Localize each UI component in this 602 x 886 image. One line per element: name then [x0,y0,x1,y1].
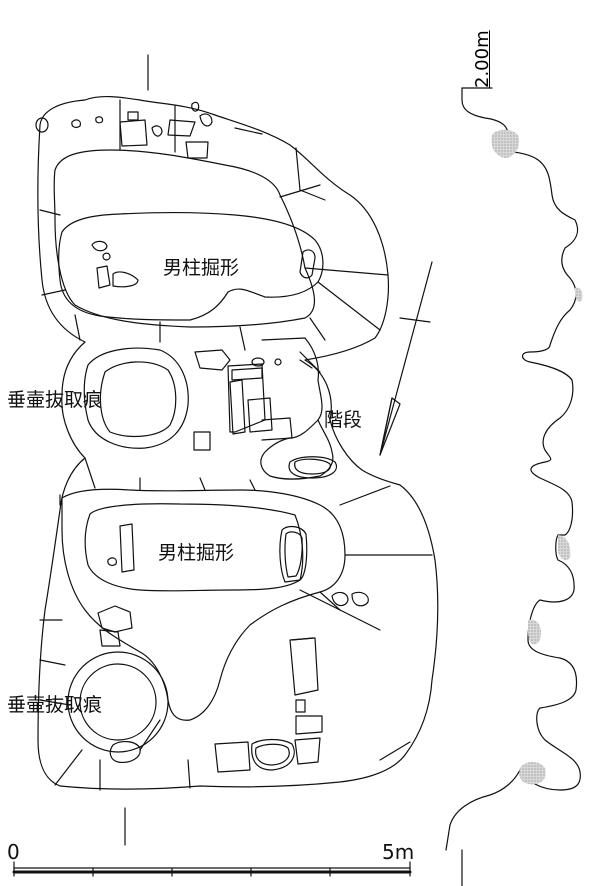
lower-post-pit-label: 男柱掘形 [158,542,235,564]
north-arrow-line [380,262,432,455]
section-scale-label: 2.00m [472,30,493,88]
inner-step-upper [54,150,314,327]
scale-start-label: 0 [7,840,20,864]
lower-post-pit [85,504,303,591]
section-profile [446,88,580,850]
inner-step-lower [62,489,345,720]
upper-post-pit [59,213,323,320]
upper-post-pit-label: 男柱掘形 [163,257,240,279]
pit-outer-outline [38,97,438,789]
lower-jar-ring-inner [79,663,157,741]
steps-label: 階段 [324,409,363,431]
lower-jar-trace-label: 垂壷抜取痕 [7,694,103,716]
scale-end-label: 5m [382,840,415,864]
upper-jar-trace [84,348,188,448]
scale-bar [14,862,410,876]
lower-jar-ring-outer [67,651,169,753]
step-stone [289,457,336,478]
upper-jar-trace-label: 垂壷抜取痕 [7,389,103,411]
